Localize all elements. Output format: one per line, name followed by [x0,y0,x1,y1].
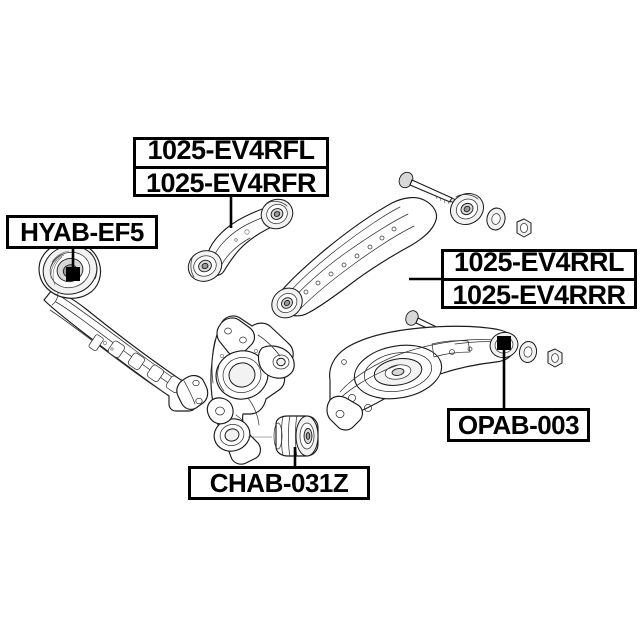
part-rear-control-arm [271,171,532,319]
rear-arm-washer [486,207,506,231]
part-trailing-arm [38,241,209,412]
rear-arm-nut [516,218,532,238]
callout-front-upper-arm: 1025-EV4RFL 1025-EV4RFR [133,136,329,198]
part-barrel-bushing [273,415,319,457]
arm-cutouts [88,334,183,393]
leader-lines [66,197,511,466]
callout-front-upper-arm-line-1: 1025-EV4RFL [136,136,326,169]
callout-knuckle-bushing-line-1: CHAB-031Z [209,467,349,498]
callout-front-arm-bushing-line-1: HYAB-EF5 [20,216,144,247]
part-steering-knuckle [206,315,295,465]
callout-front-upper-arm-line-2: 1025-EV4RFR [145,167,317,198]
callout-rear-upper-arm-line-2: 1025-EV4RRR [452,279,626,310]
marker-front-arm-bushing [66,267,80,281]
part-spring-seat-lower-arm [326,310,563,431]
lower-arm-washer [518,341,538,363]
callout-lower-arm-bushing: OPAB-003 [447,408,590,442]
callout-rear-upper-arm: 1025-EV4RRL 1025-EV4RRR [441,248,637,310]
marker-lower-arm-bushing [497,336,511,350]
part-upper-lateral-link [187,198,294,282]
callout-front-arm-bushing: HYAB-EF5 [6,215,158,249]
rear-arm-bolt [398,171,463,207]
callout-lower-arm-bushing-line-1: OPAB-003 [457,409,580,440]
callout-rear-upper-arm-line-1: 1025-EV4RRL [444,248,634,281]
lower-arm-nut [547,348,563,368]
callout-knuckle-bushing: CHAB-031Z [188,466,370,500]
rear-arm-dimples [303,226,397,295]
